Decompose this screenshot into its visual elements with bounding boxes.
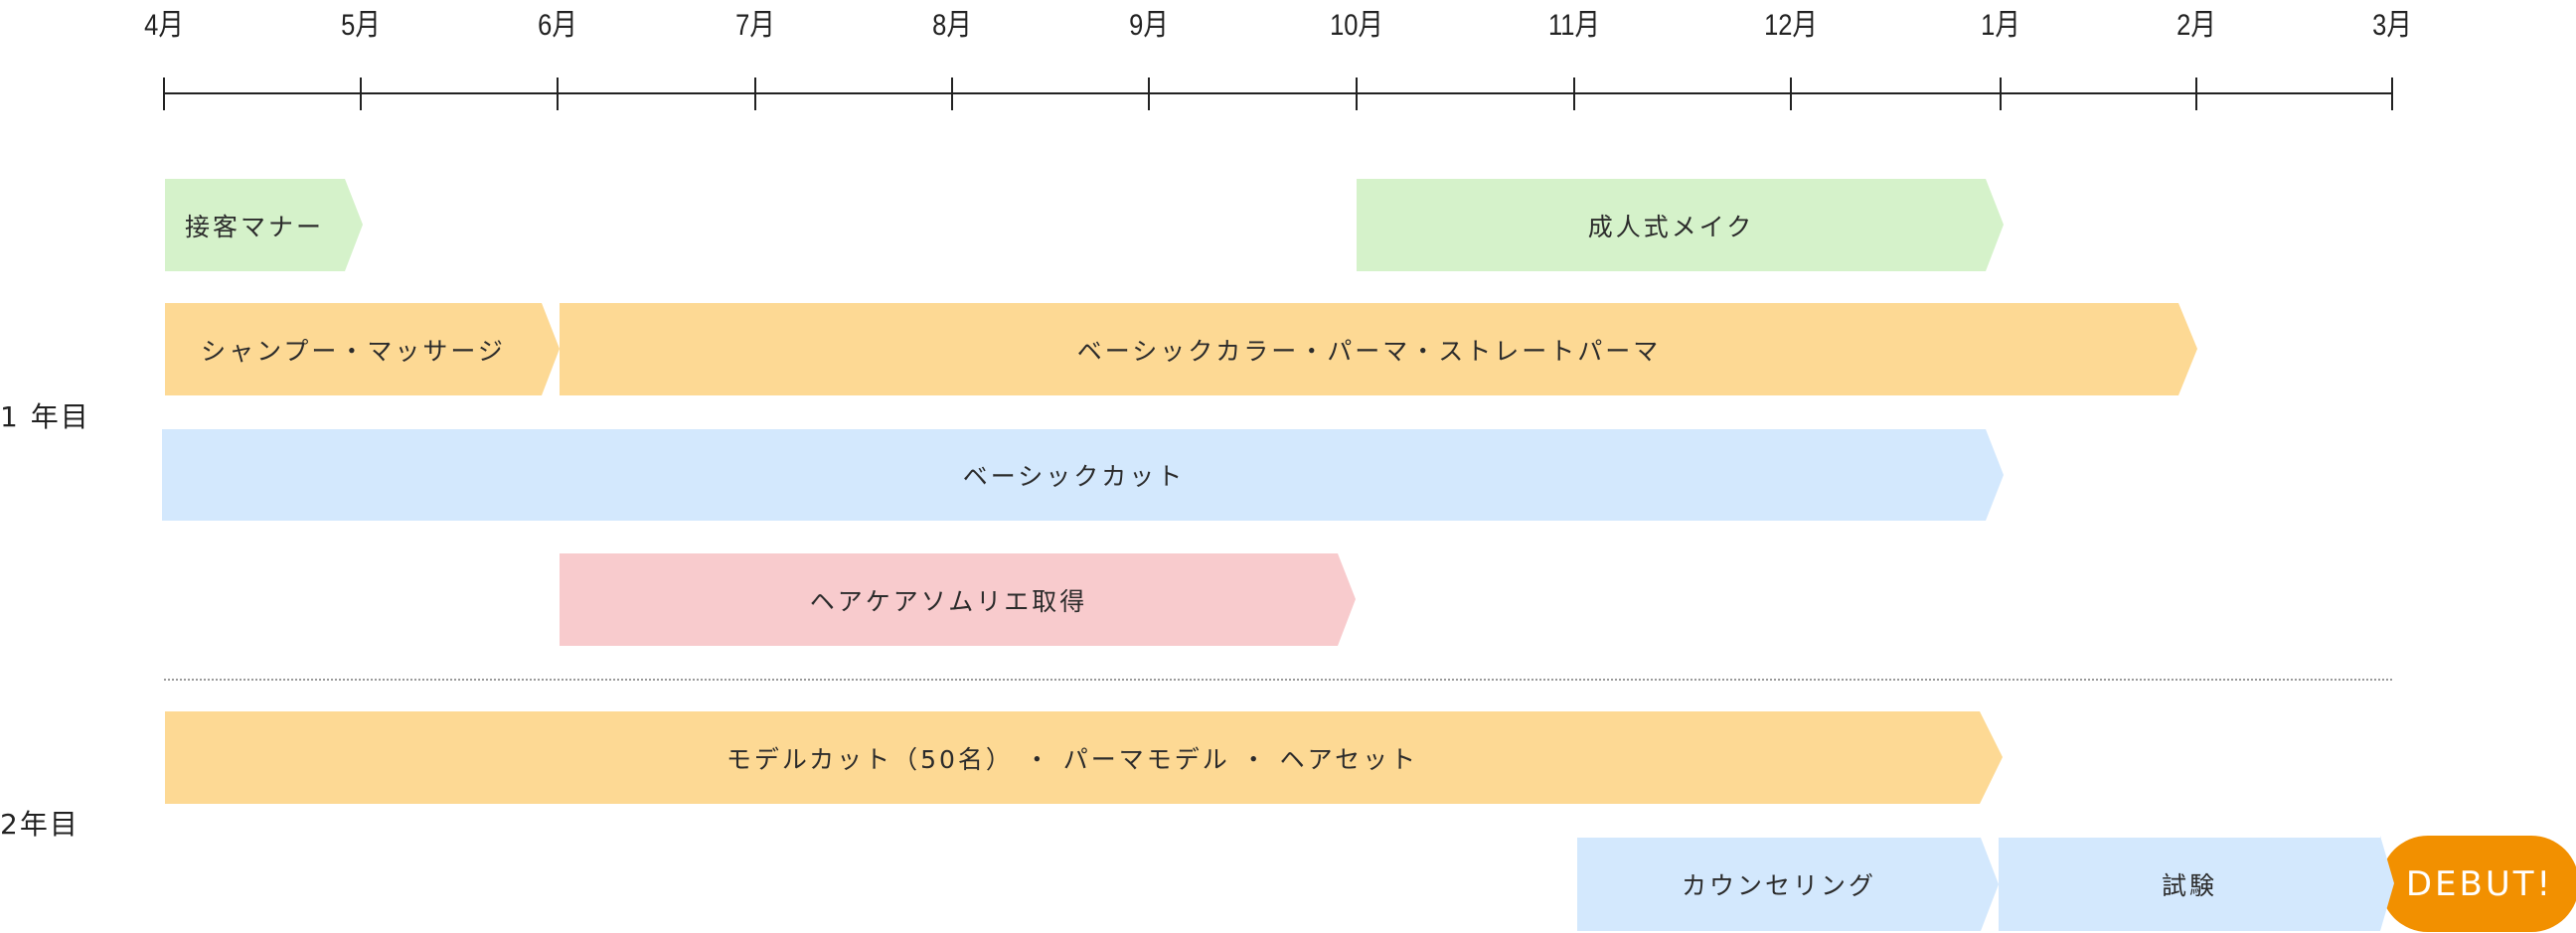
year-1-label: 1 年目 <box>0 400 90 433</box>
month-label-sep: 9月 <box>1129 9 1169 42</box>
bar-label: ベーシックカラー・パーマ・ストレートパーマ <box>1076 336 1662 366</box>
year-divider <box>164 679 2392 681</box>
debut-badge: DEBUT! <box>2380 836 2576 932</box>
month-label-jul: 7月 <box>735 9 775 42</box>
month-label-dec: 12月 <box>1764 9 1818 42</box>
arrow-head-icon <box>345 179 363 271</box>
tick-jul <box>754 78 756 110</box>
bar-label: 成人式メイク <box>1587 212 1755 241</box>
tick-jun <box>557 78 559 110</box>
month-label-may: 5月 <box>341 9 381 42</box>
arrow-head-icon <box>1338 553 1356 646</box>
tick-dec <box>1790 78 1792 110</box>
bar-exam: 試験 <box>1999 838 2380 931</box>
month-label-feb: 2月 <box>2176 9 2216 42</box>
bar-basic-cut: ベーシックカット <box>162 429 1986 521</box>
arrow-head-icon <box>1986 179 2004 271</box>
tick-jan <box>2000 78 2002 110</box>
year-2-label: 2年目 <box>0 808 80 841</box>
tick-nov <box>1573 78 1575 110</box>
arrow-head-icon <box>1986 429 2004 521</box>
month-label-oct: 10月 <box>1330 9 1383 42</box>
tick-mar <box>2391 78 2393 110</box>
debut-label: DEBUT! <box>2405 863 2554 904</box>
arrow-head-icon <box>2178 303 2197 395</box>
bar-label: モデルカット（50名） ・ パーマモデル ・ ヘアセット <box>725 744 1419 774</box>
bar-model-cut: モデルカット（50名） ・ パーマモデル ・ ヘアセット <box>165 711 1980 804</box>
arrow-head-icon <box>1981 838 1999 931</box>
month-label-jan: 1月 <box>1981 9 2020 42</box>
bar-counseling: カウンセリング <box>1577 838 1981 931</box>
bar-label: 接客マナー <box>185 212 325 241</box>
arrow-head-icon <box>1980 711 2003 804</box>
timeline-axis <box>164 92 2392 94</box>
bar-label: シャンプー・マッサージ <box>201 336 506 366</box>
tick-aug <box>951 78 953 110</box>
bar-customer-manners: 接客マナー <box>165 179 345 271</box>
bar-coming-of-age-makeup: 成人式メイク <box>1357 179 1986 271</box>
bar-label: 試験 <box>2161 871 2217 900</box>
bar-hair-care-sommelier: ヘアケアソムリエ取得 <box>560 553 1338 646</box>
tick-feb <box>2195 78 2197 110</box>
bar-label: カウンセリング <box>1681 871 1876 900</box>
tick-apr <box>163 78 165 110</box>
bar-shampoo-massage: シャンプー・マッサージ <box>165 303 542 395</box>
month-label-apr: 4月 <box>144 9 184 42</box>
arrow-head-icon <box>542 303 560 395</box>
tick-oct <box>1356 78 1358 110</box>
tick-may <box>360 78 362 110</box>
arrow-head-icon <box>2380 836 2394 931</box>
bar-basic-color-perm: ベーシックカラー・パーマ・ストレートパーマ <box>560 303 2178 395</box>
month-label-aug: 8月 <box>932 9 972 42</box>
tick-sep <box>1148 78 1150 110</box>
bar-label: ベーシックカット <box>962 462 1186 491</box>
month-label-jun: 6月 <box>538 9 577 42</box>
month-label-nov: 11月 <box>1548 9 1600 42</box>
bar-label: ヘアケアソムリエ取得 <box>809 586 1088 616</box>
month-label-mar: 3月 <box>2372 9 2412 42</box>
